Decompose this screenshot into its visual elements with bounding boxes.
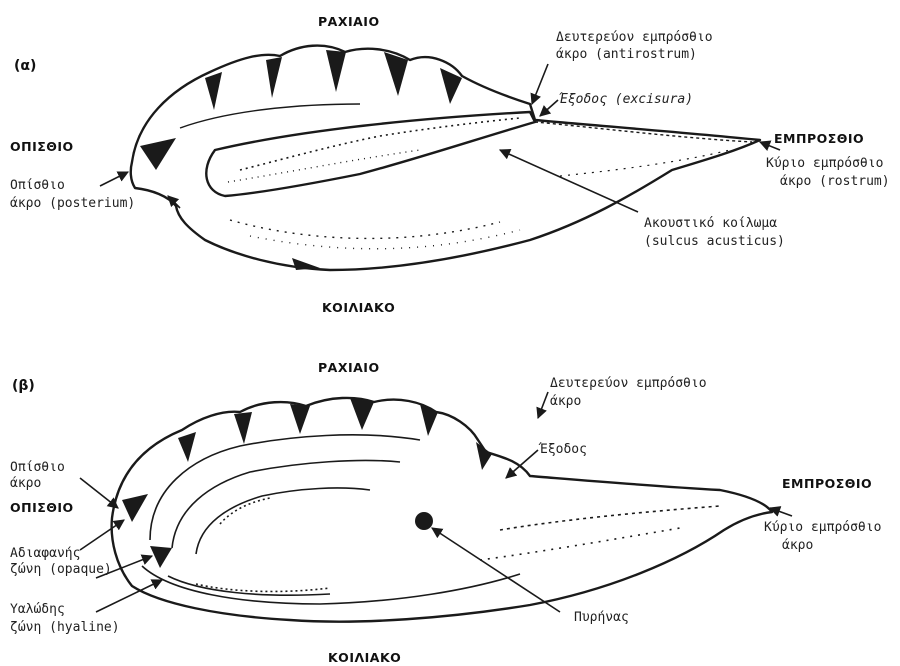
panel-a-antirostrum-line1: Δευτερεύον εμπρόσθιο	[556, 30, 713, 46]
panel-a-posterior-label: ΟΠΙΣΘΙΟ	[10, 139, 74, 154]
panel-a-dorsal-label: ΡΑΧΙΑΙΟ	[318, 14, 380, 29]
panel-b-hyaline-line1: Υαλώδης	[10, 602, 65, 618]
panel-b-hyaline-line2: ζώνη (hyaline)	[10, 620, 120, 636]
panel-a-rostrum-line2: άκρο (rostrum)	[780, 174, 890, 190]
panel-b-posterior-label: ΟΠΙΣΘΙΟ	[10, 500, 74, 515]
panel-a-antirostrum-line2: άκρο (antirostrum)	[556, 47, 697, 63]
leader-lines	[80, 64, 792, 612]
panel-a-posterium-line1: Οπίσθιο	[10, 178, 65, 194]
panel-b-posterium-line2: άκρο	[10, 476, 41, 492]
panel-a-rostrum-line1: Κύριο εμπρόσθιο	[766, 156, 883, 172]
panel-b-rostrum-line2: άκρο	[782, 538, 813, 554]
panel-b-dorsal-label: ΡΑΧΙΑΙΟ	[318, 360, 380, 375]
panel-a-ventral-label: ΚΟΙΛΙΑΚΟ	[322, 300, 395, 315]
panel-a-sulcus-line2: (sulcus acusticus)	[644, 234, 785, 250]
panel-b-excisura-label: Έξοδος	[540, 442, 587, 458]
panel-b-rostrum-line1: Κύριο εμπρόσθιο	[764, 520, 881, 536]
otolith-b	[112, 398, 772, 622]
panel-a-posterium-line2: άκρο (posterium)	[10, 196, 135, 212]
otolith-b-lobes	[122, 398, 492, 568]
panel-b-posterium-line1: Οπίσθιο	[10, 460, 65, 476]
panel-b-antirostrum-line1: Δευτερεύον εμπρόσθιο	[550, 376, 707, 392]
otolith-b-outline	[112, 398, 772, 622]
panel-b-ventral-label: ΚΟΙΛΙΑΚΟ	[328, 650, 401, 665]
panel-a-excisura-label: Έξοδος (excisura)	[560, 92, 693, 108]
otolith-a-inner-rim	[180, 104, 360, 128]
panel-b-antirostrum-line2: άκρο	[550, 394, 581, 410]
panel-a-tag: (α)	[14, 58, 36, 74]
panel-b-anterior-label: ΕΜΠΡΟΣΘΙΟ	[782, 476, 872, 491]
panel-b-nucleus-label: Πυρήνας	[574, 610, 629, 626]
otolith-a-sulcus	[206, 112, 535, 196]
panel-b-opaque-line1: Αδιαφανής	[10, 546, 80, 562]
panel-b-opaque-line2: ζώνη (opaque)	[10, 562, 112, 578]
panel-a-anterior-label: ΕΜΠΡΟΣΘΙΟ	[774, 131, 864, 146]
nucleus-dot	[415, 512, 433, 530]
panel-b-tag: (β)	[12, 378, 35, 394]
panel-a-sulcus-line1: Ακουστικό κοίλωμα	[644, 216, 777, 232]
